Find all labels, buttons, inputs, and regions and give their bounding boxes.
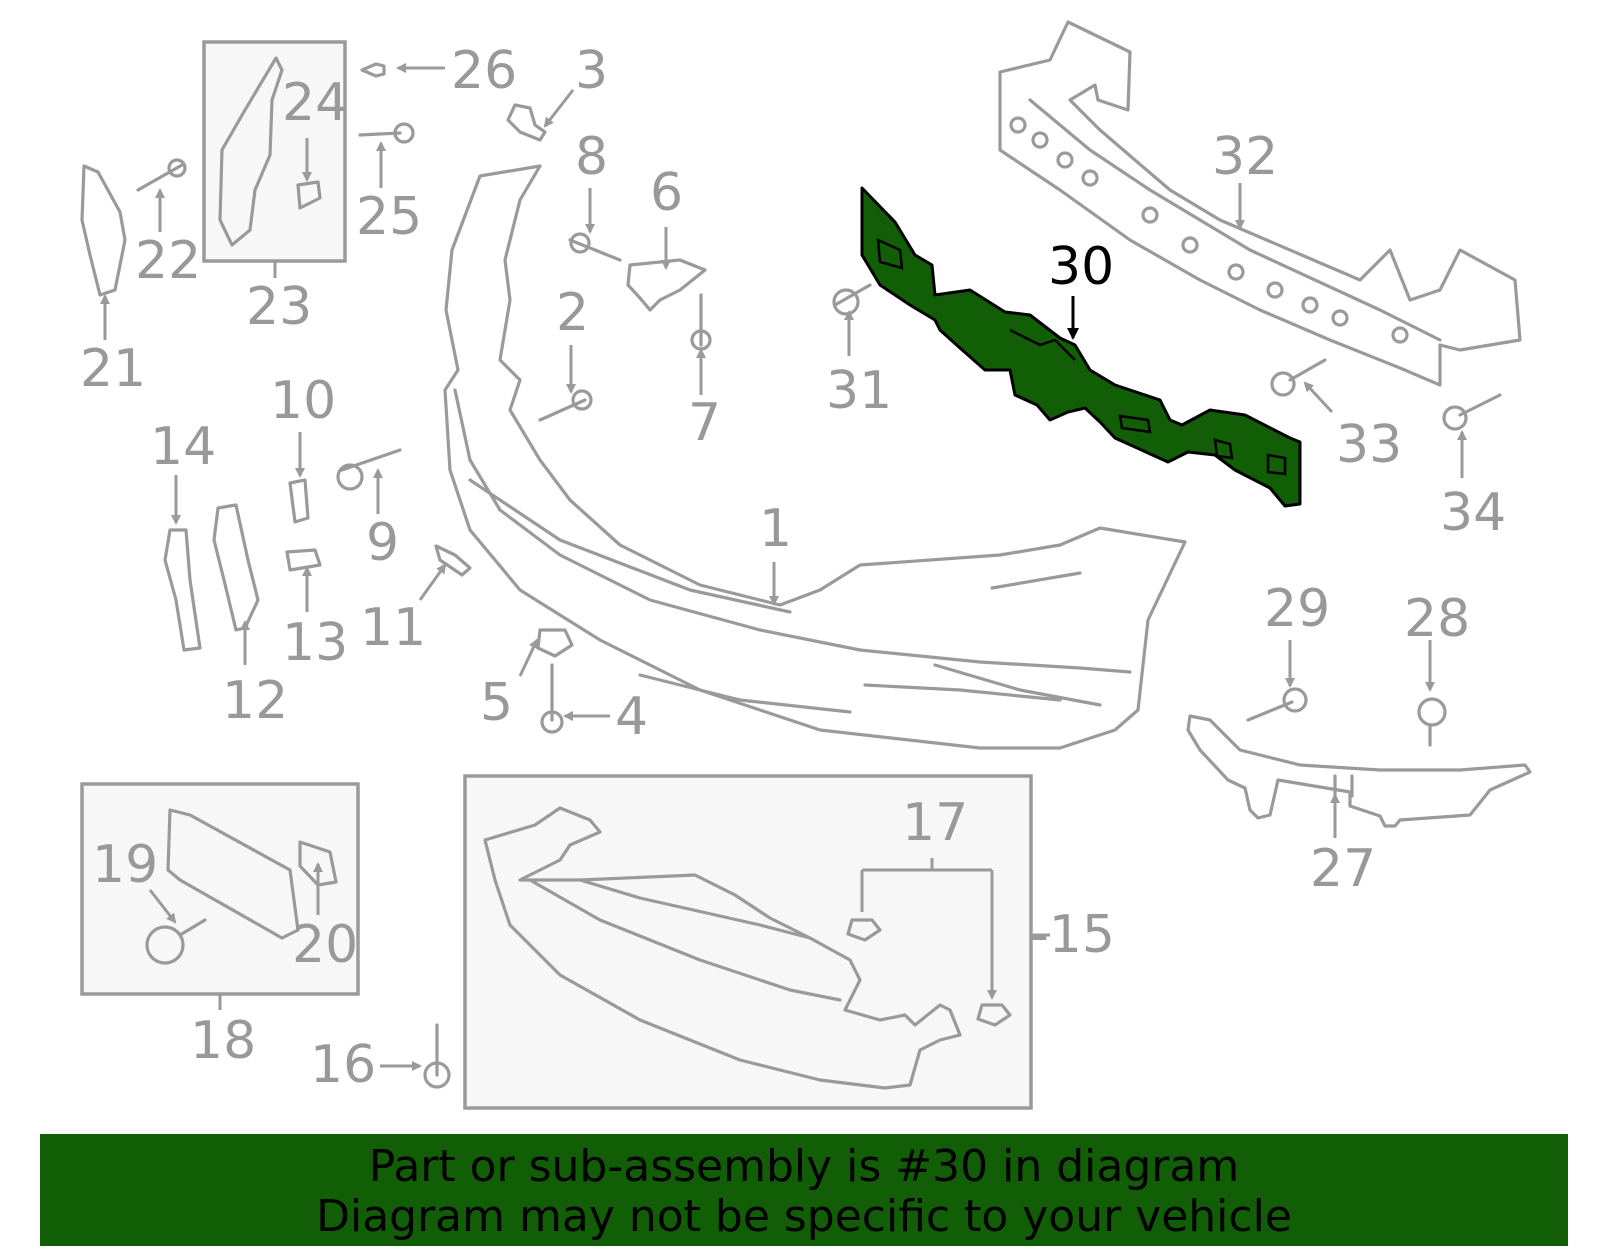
callout-11: 11 [360,598,426,658]
callout-32: 32 [1212,127,1278,187]
callout-12: 12 [222,671,288,731]
part-30-energy-absorber [860,186,1302,508]
callout-10: 10 [270,371,336,431]
info-banner: Part or sub-assembly is #30 in diagram D… [40,1134,1568,1246]
callout-13: 13 [282,613,348,673]
group-box-18 [80,782,360,996]
callout-34: 34 [1440,483,1506,543]
callout-8: 8 [575,127,608,187]
callout-17: 17 [902,793,968,853]
callout-26: 26 [451,41,517,101]
callout-7: 7 [688,393,721,453]
callout-16: 16 [310,1035,376,1095]
callout-29: 29 [1264,579,1330,639]
part-1-bumper-cover [443,164,1187,750]
part-15-undercover [483,806,962,1090]
callout-31: 31 [826,361,892,421]
callout-15: -15 [1030,905,1115,965]
callout-33: 33 [1336,415,1402,475]
part-32-reinforcement [998,20,1522,387]
callout-3: 3 [575,41,608,101]
callout-19: 19 [92,835,158,895]
banner-line-2: Diagram may not be specific to your vehi… [316,1191,1292,1242]
callout-22: 22 [135,231,201,291]
callout-9: 9 [366,513,399,573]
part-27-bracket [1186,714,1532,828]
small-parts [80,56,1502,1089]
callout-21: 21 [80,339,146,399]
callout-27: 27 [1310,839,1376,899]
callout-14: 14 [150,417,216,477]
callout-30: 30 [1048,237,1114,297]
part-18-bracket-assembly [145,808,338,965]
banner-line-1: Part or sub-assembly is #30 in diagram [368,1141,1240,1192]
callout-6: 6 [650,163,683,223]
callout-18: 18 [190,1011,256,1071]
callout-4: 4 [615,687,648,747]
leader-lines [100,63,1467,1071]
callout-23: 23 [246,277,312,337]
group-box-15 [463,774,1033,1110]
callout-24: 24 [282,73,348,133]
callout-1: 1 [759,499,792,559]
callout-5: 5 [480,673,513,733]
callout-20: 20 [292,915,358,975]
callout-25: 25 [356,187,422,247]
callout-28: 28 [1404,589,1470,649]
callout-2: 2 [556,283,589,343]
group-box-23 [202,40,347,263]
